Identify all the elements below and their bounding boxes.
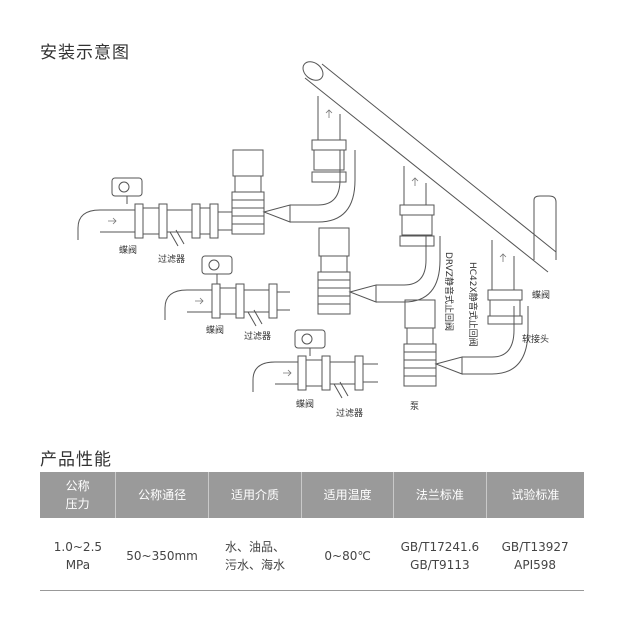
- pipeline-row-1: [77, 139, 356, 247]
- pipeline-row-3: [252, 289, 529, 399]
- cell-medium: 水、油品、污水、海水: [224, 540, 285, 572]
- cell-temperature: 0~80℃: [324, 549, 371, 563]
- header-pipe: [302, 61, 557, 273]
- flow-arrows: [108, 109, 507, 377]
- header-nominal-pressure: 公称压力: [40, 472, 116, 518]
- header-applicable-temperature: 适用温度: [301, 472, 394, 518]
- label-butterfly-valve-4: 蝶阀: [532, 289, 550, 301]
- label-drvz-check-valve: DRVZ静音式止回阀: [443, 252, 455, 331]
- header-flange-standard: 法兰标准: [393, 472, 487, 518]
- pipeline-row-2: [164, 204, 441, 327]
- label-butterfly-valve-1: 蝶阀: [119, 244, 137, 256]
- label-pump: 泵: [410, 401, 419, 412]
- label-soft-joint: 软接头: [522, 333, 549, 345]
- label-filter-1: 过滤器: [158, 253, 185, 265]
- performance-section-title: 产品性能: [40, 450, 112, 470]
- label-filter-3: 过滤器: [336, 407, 363, 419]
- label-filter-2: 过滤器: [244, 330, 271, 342]
- table-bottom-divider: [40, 590, 584, 591]
- label-butterfly-valve-3: 蝶阀: [296, 398, 314, 410]
- cell-diameter: 50~350mm: [126, 549, 198, 563]
- header-nominal-diameter: 公称通径: [115, 472, 209, 518]
- header-test-standard: 试验标准: [485, 472, 584, 518]
- header-applicable-medium: 适用介质: [207, 472, 302, 518]
- label-hc42x-check-valve: HC42X静音式止回阀: [467, 262, 479, 347]
- installation-diagram: 蝶阀 过滤器 蝶阀 过滤器 蝶阀 过滤器 泵 蝶阀 软接头 DRVZ静音式止回阀…: [77, 61, 557, 419]
- table-header-row: 公称压力 公称通径 适用介质 适用温度 法兰标准 试验标准: [40, 472, 584, 518]
- riser-pipes: [317, 96, 515, 290]
- label-butterfly-valve-2: 蝶阀: [206, 324, 224, 336]
- diagram-section-title: 安装示意图: [40, 43, 130, 63]
